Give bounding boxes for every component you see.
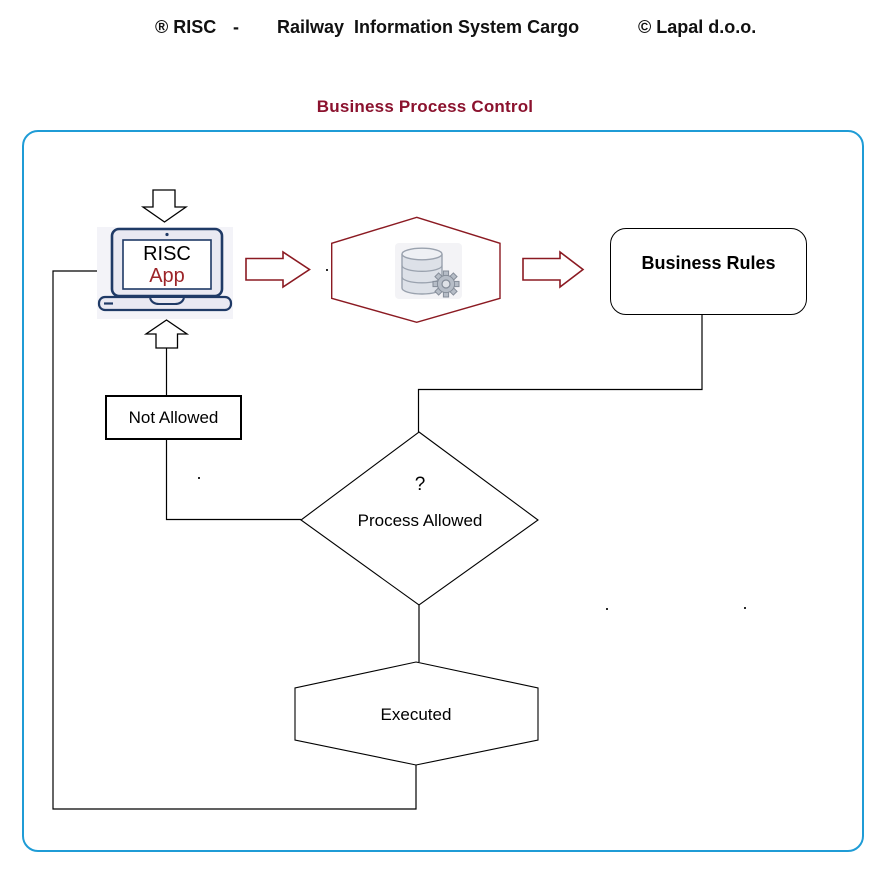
not-allowed-node: Not Allowed xyxy=(105,395,242,440)
decision-diamond-shape xyxy=(300,431,539,606)
laptop-label-line2: App xyxy=(149,265,185,287)
stray-dot xyxy=(606,608,608,610)
right-arrow-icon xyxy=(245,250,311,289)
up-arrow-icon xyxy=(143,319,190,349)
process-boundary xyxy=(22,130,864,852)
executed-label: Executed xyxy=(380,705,452,724)
stray-dot xyxy=(744,607,746,609)
laptop-screen-label: RISC App xyxy=(123,243,211,287)
executed-hexagon-shape xyxy=(294,661,539,766)
header-copyright: © Lapal d.o.o. xyxy=(638,17,757,37)
header-trademark: ® RISC xyxy=(155,17,217,37)
laptop-icon xyxy=(97,227,233,319)
not-allowed-label: Not Allowed xyxy=(128,408,219,427)
business-rules-label: Business Rules xyxy=(641,253,776,273)
header-dash: - xyxy=(233,17,239,37)
flow-connector-lines xyxy=(52,270,703,810)
database-gear-icon xyxy=(395,243,462,299)
laptop-label-line1: RISC xyxy=(143,243,191,265)
business-rules-node: Business Rules xyxy=(610,228,807,315)
right-arrow-icon xyxy=(522,250,585,289)
page-title: Business Process Control xyxy=(316,97,534,116)
stray-dot xyxy=(198,477,200,479)
down-arrow-icon xyxy=(140,189,189,223)
stray-dot xyxy=(326,269,328,271)
decision-label: Process Allowed xyxy=(357,511,483,530)
header-app-name: Railway Information System Cargo xyxy=(277,17,580,37)
decision-question-mark: ? xyxy=(414,474,426,495)
